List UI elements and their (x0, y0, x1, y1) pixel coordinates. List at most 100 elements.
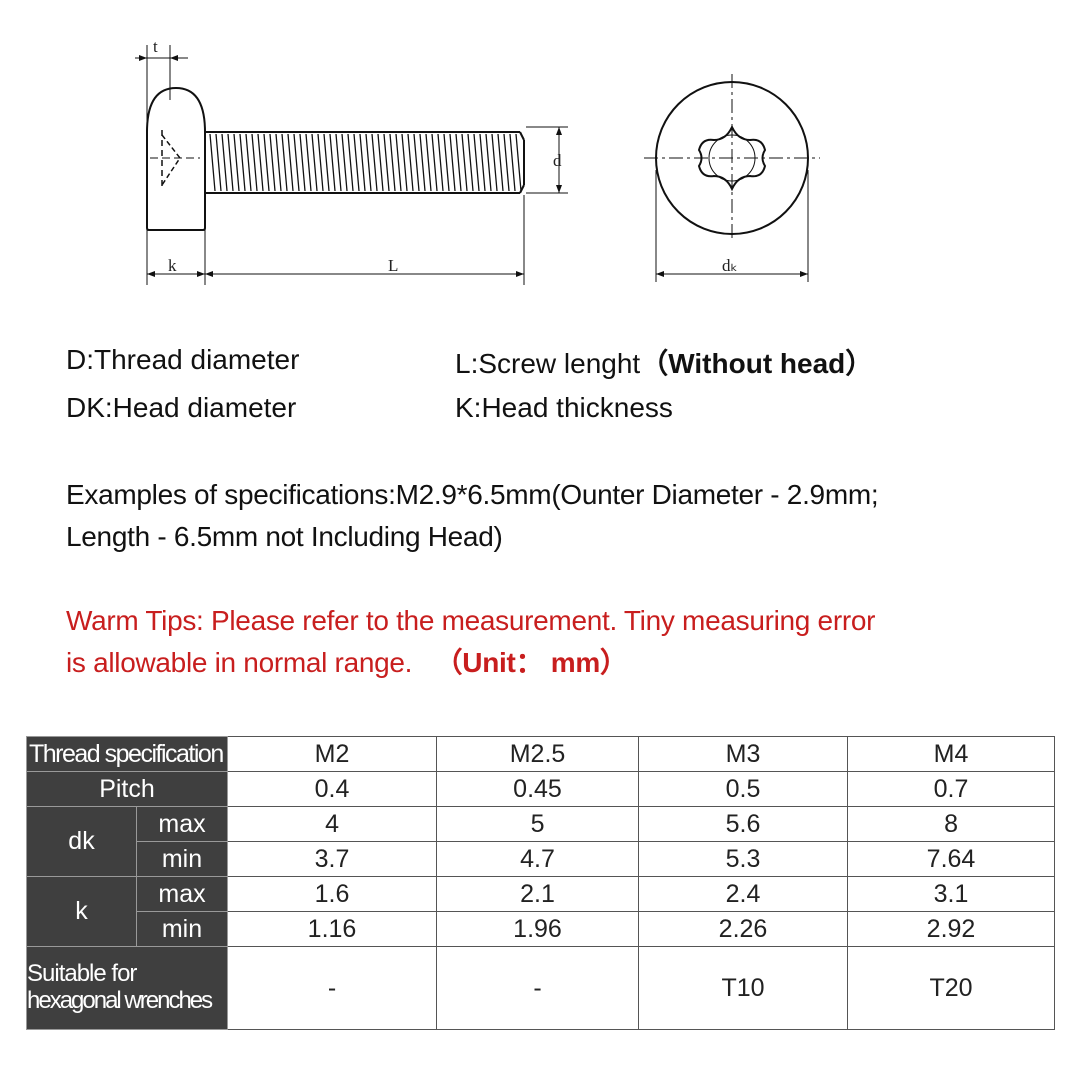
table-row-k-min: min 1.16 1.96 2.26 2.92 (27, 911, 1056, 947)
pitch-header: Pitch (25, 771, 229, 807)
dk-min-cell: 7.64 (847, 841, 1056, 877)
thread-line (227, 133, 234, 192)
k-max-cell: 3.1 (847, 876, 1056, 912)
wrench-cell: - (436, 946, 640, 1030)
torx-recess-icon (697, 124, 767, 192)
thread-line (509, 133, 516, 192)
k-min-cell: 1.96 (436, 911, 640, 947)
t-dimension-label: t (153, 37, 158, 56)
pitch-cell: 0.5 (638, 771, 849, 807)
dk-dimension-label: dₖ (722, 256, 738, 275)
wrench-cell: T10 (638, 946, 849, 1030)
thread-line (371, 133, 378, 192)
thread-line (245, 133, 252, 192)
thread-line (317, 133, 324, 192)
thread-line (251, 133, 258, 192)
dk-max-cell: 5 (436, 806, 640, 842)
example-line-2: Length - 6.5mm not Including Head) (66, 521, 503, 552)
thread-line (311, 133, 318, 192)
k-min-cell: 1.16 (227, 911, 438, 947)
warm-tips: Warm Tips: Please refer to the measureme… (66, 600, 1026, 684)
thread-line (377, 133, 384, 192)
thread-line (347, 133, 354, 192)
thread-line (455, 133, 462, 192)
thread-line (329, 133, 336, 192)
thread-line (323, 133, 330, 192)
table-row-pitch: Pitch 0.4 0.45 0.5 0.7 (25, 771, 1056, 807)
legend-thread-diameter: D:Thread diameter (66, 344, 300, 375)
thread-line (221, 133, 228, 192)
thread-line (263, 133, 270, 192)
min-subheader: min (135, 841, 229, 877)
wrench-cell: - (227, 946, 438, 1030)
suitable-line-2: hexagonal wrenches (27, 987, 213, 1014)
thread-line (353, 133, 360, 192)
thread-line (389, 133, 396, 192)
thread-line (497, 133, 504, 192)
thread-line (461, 133, 468, 192)
pitch-cell: 0.4 (227, 771, 438, 807)
thread-line (365, 133, 372, 192)
dk-min-cell: 5.3 (638, 841, 849, 877)
thread-line (401, 133, 408, 192)
thread-line (449, 133, 456, 192)
thread-line (431, 133, 438, 192)
k-max-cell: 2.1 (436, 876, 640, 912)
k-dimension-label: k (168, 256, 177, 275)
thread-line (341, 133, 348, 192)
table-row-dk-max: dk max 4 5 5.6 8 (26, 806, 1056, 877)
specification-table: Thread specification M2 M2.5 M3 M4 Pitch… (25, 736, 1056, 1030)
wrench-cell: T20 (847, 946, 1056, 1030)
table-row-dk-min: min 3.7 4.7 5.3 7.64 (27, 841, 1056, 877)
spec-cell: M3 (638, 736, 849, 772)
thread-line (299, 133, 306, 192)
min-subheader: min (135, 911, 229, 947)
legend-head-thickness: K:Head thickness (455, 392, 673, 423)
spec-cell: M4 (847, 736, 1056, 772)
thread-line (257, 133, 264, 192)
legend-without-head: （Without head） (640, 348, 874, 379)
max-subheader: max (135, 806, 229, 842)
legend-screw-length-text: L:Screw lenght (455, 348, 641, 379)
dk-min-cell: 4.7 (436, 841, 640, 877)
tips-line-2: is allowable in normal range. （Unit： mm） (66, 642, 1026, 684)
thread-line (233, 133, 240, 192)
specification-example: Examples of specifications:M2.9*6.5mm(Ou… (66, 474, 1026, 558)
example-line-1: Examples of specifications:M2.9*6.5mm(Ou… (66, 479, 879, 510)
k-header: k (26, 876, 137, 947)
thread-line (335, 133, 342, 192)
spec-cell: M2.5 (436, 736, 640, 772)
screw-head (146, 86, 206, 231)
dk-header: dk (26, 806, 137, 877)
pitch-cell: 0.45 (436, 771, 640, 807)
d-dimension-label: d (553, 151, 562, 170)
thread-line (437, 133, 444, 192)
legend-head-diameter: DK:Head diameter (66, 392, 297, 423)
thread-line (407, 133, 414, 192)
thread-line (281, 133, 288, 192)
legend-screw-length: L:Screw lenght（Without head） (455, 342, 873, 382)
thread-line (305, 133, 312, 192)
dk-max-cell: 5.6 (638, 806, 849, 842)
thread-line (275, 133, 282, 192)
thread-line (473, 133, 480, 192)
l-dimension-label: L (388, 256, 398, 275)
thread-line (269, 133, 276, 192)
max-subheader: max (135, 876, 229, 912)
dk-max-cell: 4 (227, 806, 438, 842)
spec-cell: M2 (227, 736, 438, 772)
side-view (135, 45, 568, 285)
thread-line (413, 133, 420, 192)
thread-line (419, 133, 426, 192)
thread-line (209, 133, 216, 192)
k-max-cell: 2.4 (638, 876, 849, 912)
dk-min-cell: 3.7 (227, 841, 438, 877)
k-min-cell: 2.26 (638, 911, 849, 947)
thread-line (443, 133, 450, 192)
pitch-cell: 0.7 (847, 771, 1056, 807)
thread-line (395, 133, 402, 192)
unit-note: （Unit： mm） (434, 647, 628, 678)
thread-line (293, 133, 300, 192)
thread-line (467, 133, 474, 192)
dk-max-cell: 8 (847, 806, 1056, 842)
